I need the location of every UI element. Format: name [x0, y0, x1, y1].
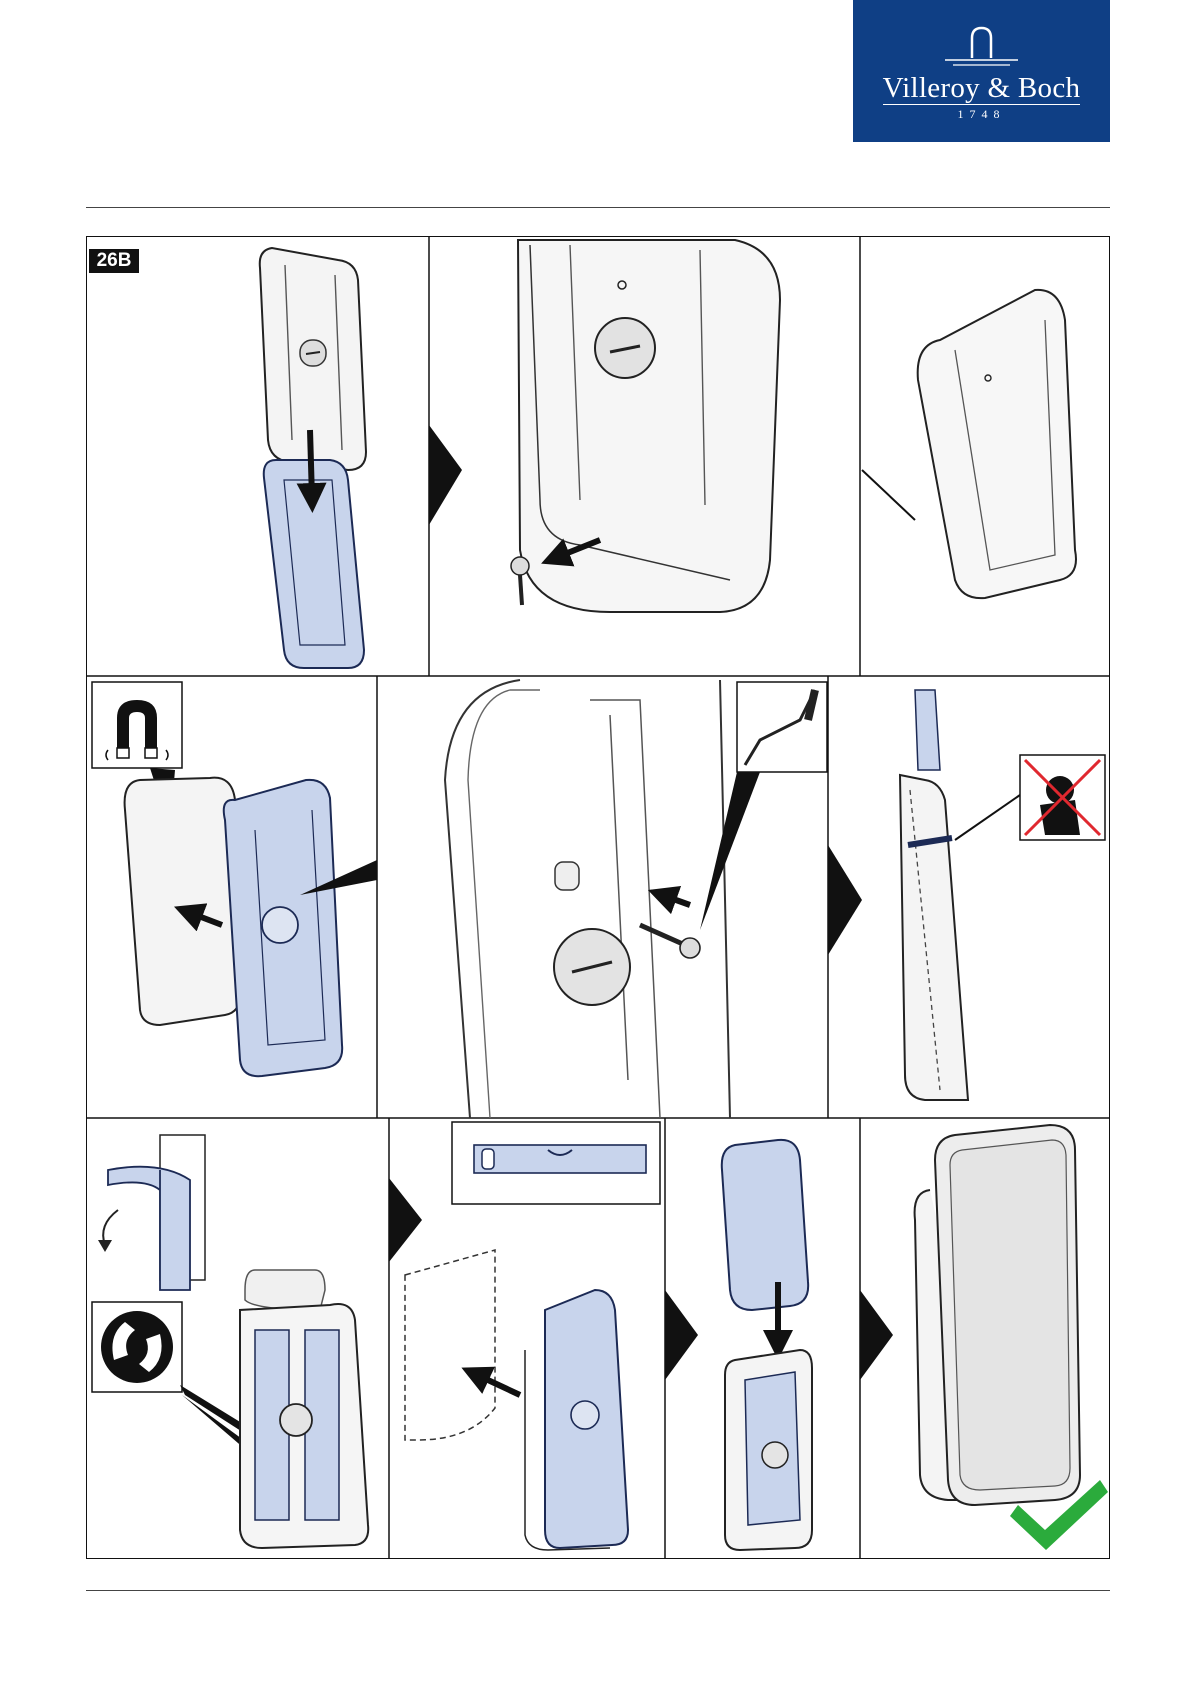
next-step-arrow-icon	[860, 1290, 893, 1380]
step-badge: 26B	[89, 249, 139, 273]
mounting-plate-and-adhesive-pad-icon	[260, 248, 366, 668]
spirit-level-wall-place-icon	[405, 1122, 660, 1550]
footer-divider	[86, 1590, 1110, 1591]
next-step-arrow-icon	[665, 1290, 698, 1380]
peel-adhesive-recycle-icon	[92, 1135, 368, 1548]
remove-screw-icon	[511, 240, 780, 612]
next-step-arrow-icon	[389, 1178, 422, 1262]
anti-theft-screw-icon	[900, 690, 1105, 1100]
finished-checkmark-icon	[915, 1125, 1108, 1550]
next-step-arrow-icon	[828, 845, 862, 955]
next-step-arrow-icon	[429, 425, 462, 525]
magnet-attach-icon	[92, 682, 377, 1076]
insert-remote-icon	[722, 1140, 812, 1550]
screwdriver-fasten-icon	[445, 680, 827, 1118]
holder-cover-icon	[862, 290, 1076, 598]
